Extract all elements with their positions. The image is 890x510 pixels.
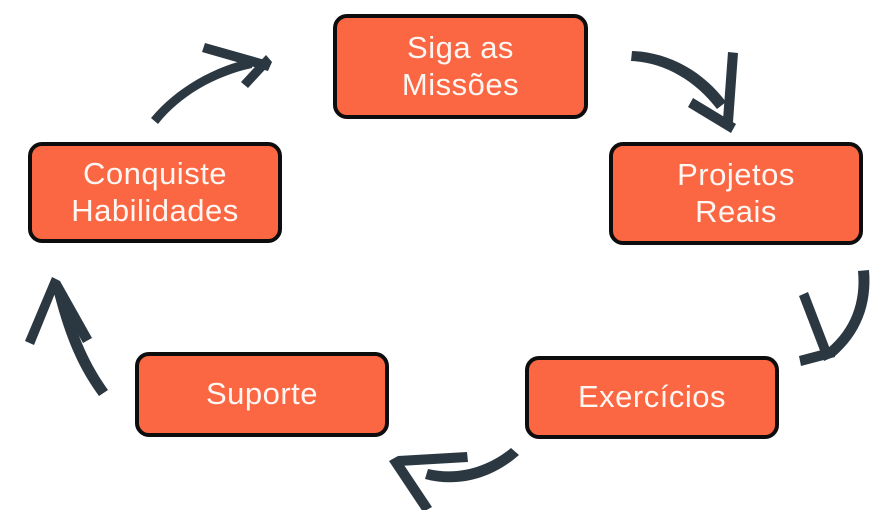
- arrow-conquiste-to-missoes-icon: [151, 43, 272, 124]
- node-label: Conquiste Habilidades: [71, 155, 239, 228]
- node-projetos-reais[interactable]: Projetos Reais: [609, 142, 863, 245]
- node-label: Projetos Reais: [677, 156, 795, 229]
- node-exercicios[interactable]: Exercícios: [525, 356, 779, 439]
- node-label: Exercícios: [578, 379, 726, 415]
- arrow-projetos-to-exercicios-icon: [799, 270, 870, 366]
- node-suporte[interactable]: Suporte: [135, 352, 389, 437]
- arrow-suporte-to-conquiste-icon: [25, 277, 108, 396]
- arrow-exercicios-to-suporte-icon: [389, 448, 519, 510]
- arrow-missoes-to-projetos-icon: [631, 51, 738, 133]
- node-conquiste-habilidades[interactable]: Conquiste Habilidades: [28, 142, 282, 243]
- node-label: Suporte: [205, 376, 319, 412]
- node-label: Siga as Missões: [401, 29, 520, 102]
- node-siga-as-missoes[interactable]: Siga as Missões: [333, 14, 588, 119]
